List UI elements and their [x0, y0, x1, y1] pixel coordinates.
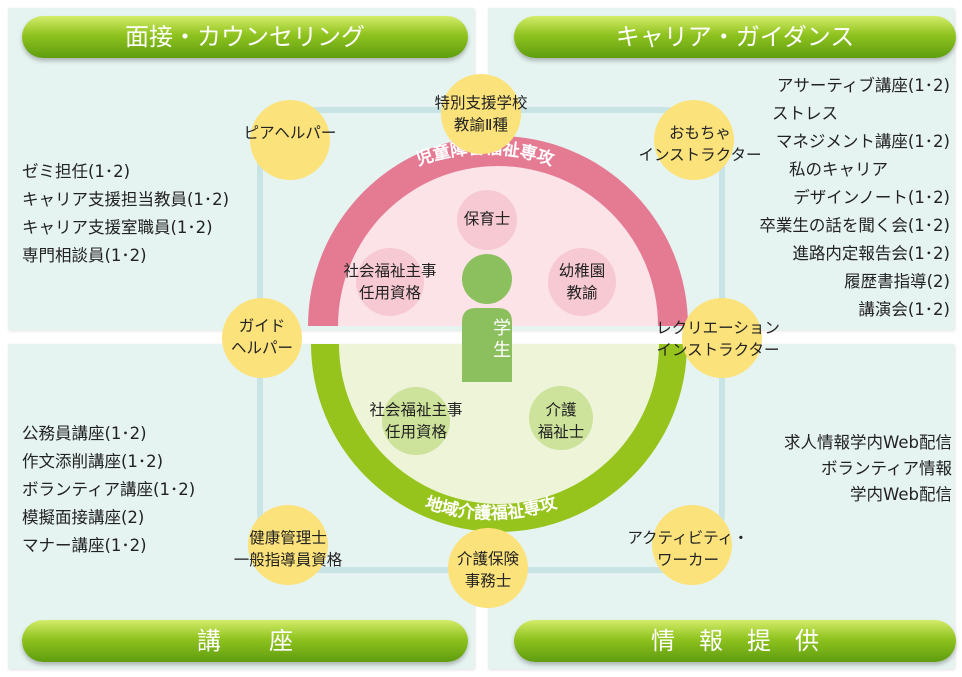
- label-line: 任用資格: [358, 284, 422, 302]
- label-line: インストラクター: [638, 146, 762, 164]
- student-label: 学 生: [482, 318, 522, 362]
- care-worker-circle: [529, 386, 593, 450]
- label-line: 介護保険: [456, 550, 520, 568]
- career-item: 進路内定報告会(1･2): [792, 244, 950, 263]
- ring-circle-top-left: [250, 100, 330, 180]
- label-line: アクティビティ・: [627, 529, 749, 547]
- label-line: 学: [493, 318, 511, 339]
- career-item: デザインノート(1･2): [793, 188, 950, 207]
- career-guidance-title: キャリア・ガイダンス: [514, 16, 956, 58]
- career-item: マネジメント講座(1･2): [775, 132, 950, 151]
- label-line: 社会福祉主事: [343, 262, 437, 280]
- toy-instructor-label: おもちゃ インストラクター: [638, 122, 761, 166]
- career-item: アサーティブ講座(1･2): [776, 76, 950, 95]
- label-line: 健康管理士: [249, 529, 327, 547]
- label-line: 一般指導員資格: [233, 551, 343, 569]
- label-line: インストラクター: [656, 341, 780, 359]
- interview-title: 面接・カウンセリング: [22, 16, 468, 58]
- ring-circle-top: [441, 74, 521, 154]
- label-line: 生: [493, 340, 511, 361]
- peer-helper-label: ピアヘルパー: [244, 122, 337, 144]
- label-line: 幼稚園: [558, 262, 606, 280]
- student-body: [462, 308, 512, 382]
- interview-item: キャリア支援担当教員(1･2): [22, 190, 230, 209]
- label-line: 介護: [545, 401, 577, 419]
- recreation-instructor-label: レクリエーション インストラクター: [656, 317, 780, 361]
- label-line: 教諭Ⅱ種: [453, 116, 509, 134]
- label-line: 任用資格: [384, 423, 448, 441]
- info-provision-title: 情 報 提 供: [514, 620, 956, 662]
- label-line: 教諭: [566, 284, 598, 302]
- community-care-area: [339, 344, 659, 504]
- lectures-list: 公務員講座(1･2) 作文添削講座(1･2) ボランティア講座(1･2) 模擬面…: [22, 420, 195, 560]
- guide-helper-label: ガイド ヘルパー: [231, 315, 293, 359]
- activity-worker-label: アクティビティ・ ワーカー: [627, 527, 748, 571]
- kindergarten-teacher-label: 幼稚園 教諭: [559, 260, 606, 304]
- ring-circle-bottom-right: [652, 505, 732, 585]
- info-item: 求人情報学内Web配信: [784, 433, 952, 452]
- lecture-item: 作文添削講座(1･2): [22, 452, 164, 471]
- interview-list: ゼミ担任(1･2) キャリア支援担当教員(1･2) キャリア支援室職員(1･2)…: [22, 158, 229, 270]
- label-line: レクリエーション: [656, 319, 780, 337]
- ring-circle-mid-right: [682, 298, 762, 378]
- care-insurance-clerk-label: 介護保険 事務士: [457, 548, 519, 592]
- interview-item: キャリア支援室職員(1･2): [22, 218, 213, 237]
- ring-circle-bottom: [448, 528, 528, 608]
- label-line: 保育士: [463, 210, 511, 228]
- career-item: 卒業生の話を聞く会(1･2): [759, 216, 950, 235]
- interview-item: 専門相談員(1･2): [22, 246, 147, 265]
- student-head: [462, 254, 512, 304]
- info-provision-list: 求人情報学内Web配信 ボランティア情報 学内Web配信: [784, 430, 952, 508]
- career-item: 履歴書指導(2): [844, 272, 950, 291]
- social-welfare-circle-lower: [382, 387, 450, 455]
- label-line: ワーカー: [656, 551, 719, 569]
- social-welfare-upper-label: 社会福祉主事 任用資格: [343, 260, 436, 304]
- nursery-teacher-circle: [457, 190, 517, 250]
- label-line: ヘルパー: [230, 339, 294, 357]
- career-item: 講演会(1･2): [858, 300, 950, 319]
- special-school-teacher-label: 特別支援学校 教諭Ⅱ種: [434, 92, 527, 136]
- social-welfare-circle-upper: [356, 248, 424, 316]
- career-item: 私のキャリア: [789, 160, 888, 179]
- info-item: 学内Web配信: [850, 485, 952, 504]
- label-line: おもちゃ: [668, 124, 732, 142]
- ring-circle-mid-left: [222, 298, 302, 378]
- career-item: ストレス: [772, 104, 838, 123]
- info-item: ボランティア情報: [820, 459, 952, 478]
- label-line: 特別支援学校: [434, 94, 528, 112]
- care-worker-label: 介護 福祉士: [538, 399, 585, 443]
- lecture-item: ボランティア講座(1･2): [22, 480, 196, 499]
- ring-circle-top-right: [654, 100, 734, 180]
- social-welfare-lower-label: 社会福祉主事 任用資格: [369, 399, 462, 443]
- label-line: 社会福祉主事: [369, 401, 463, 419]
- lecture-item: 公務員講座(1･2): [22, 424, 147, 443]
- label-line: ピアヘルパー: [243, 124, 337, 142]
- kindergarten-circle: [548, 248, 616, 316]
- label-line: 事務士: [464, 572, 512, 590]
- interview-item: ゼミ担任(1･2): [22, 162, 131, 181]
- health-manager-label: 健康管理士 一般指導員資格: [234, 527, 343, 571]
- career-guidance-list: アサーティブ講座(1･2) ストレス マネジメント講座(1･2) 私のキャリア …: [759, 72, 950, 324]
- label-line: ガイド: [238, 317, 286, 335]
- nursery-teacher-label: 保育士: [464, 208, 511, 230]
- lecture-item: 模擬面接講座(2): [22, 508, 145, 527]
- lecture-item: マナー講座(1･2): [22, 536, 147, 555]
- label-line: 福祉士: [537, 423, 585, 441]
- ring-circle-bottom-left: [248, 505, 328, 585]
- lectures-title: 講 座: [22, 620, 468, 662]
